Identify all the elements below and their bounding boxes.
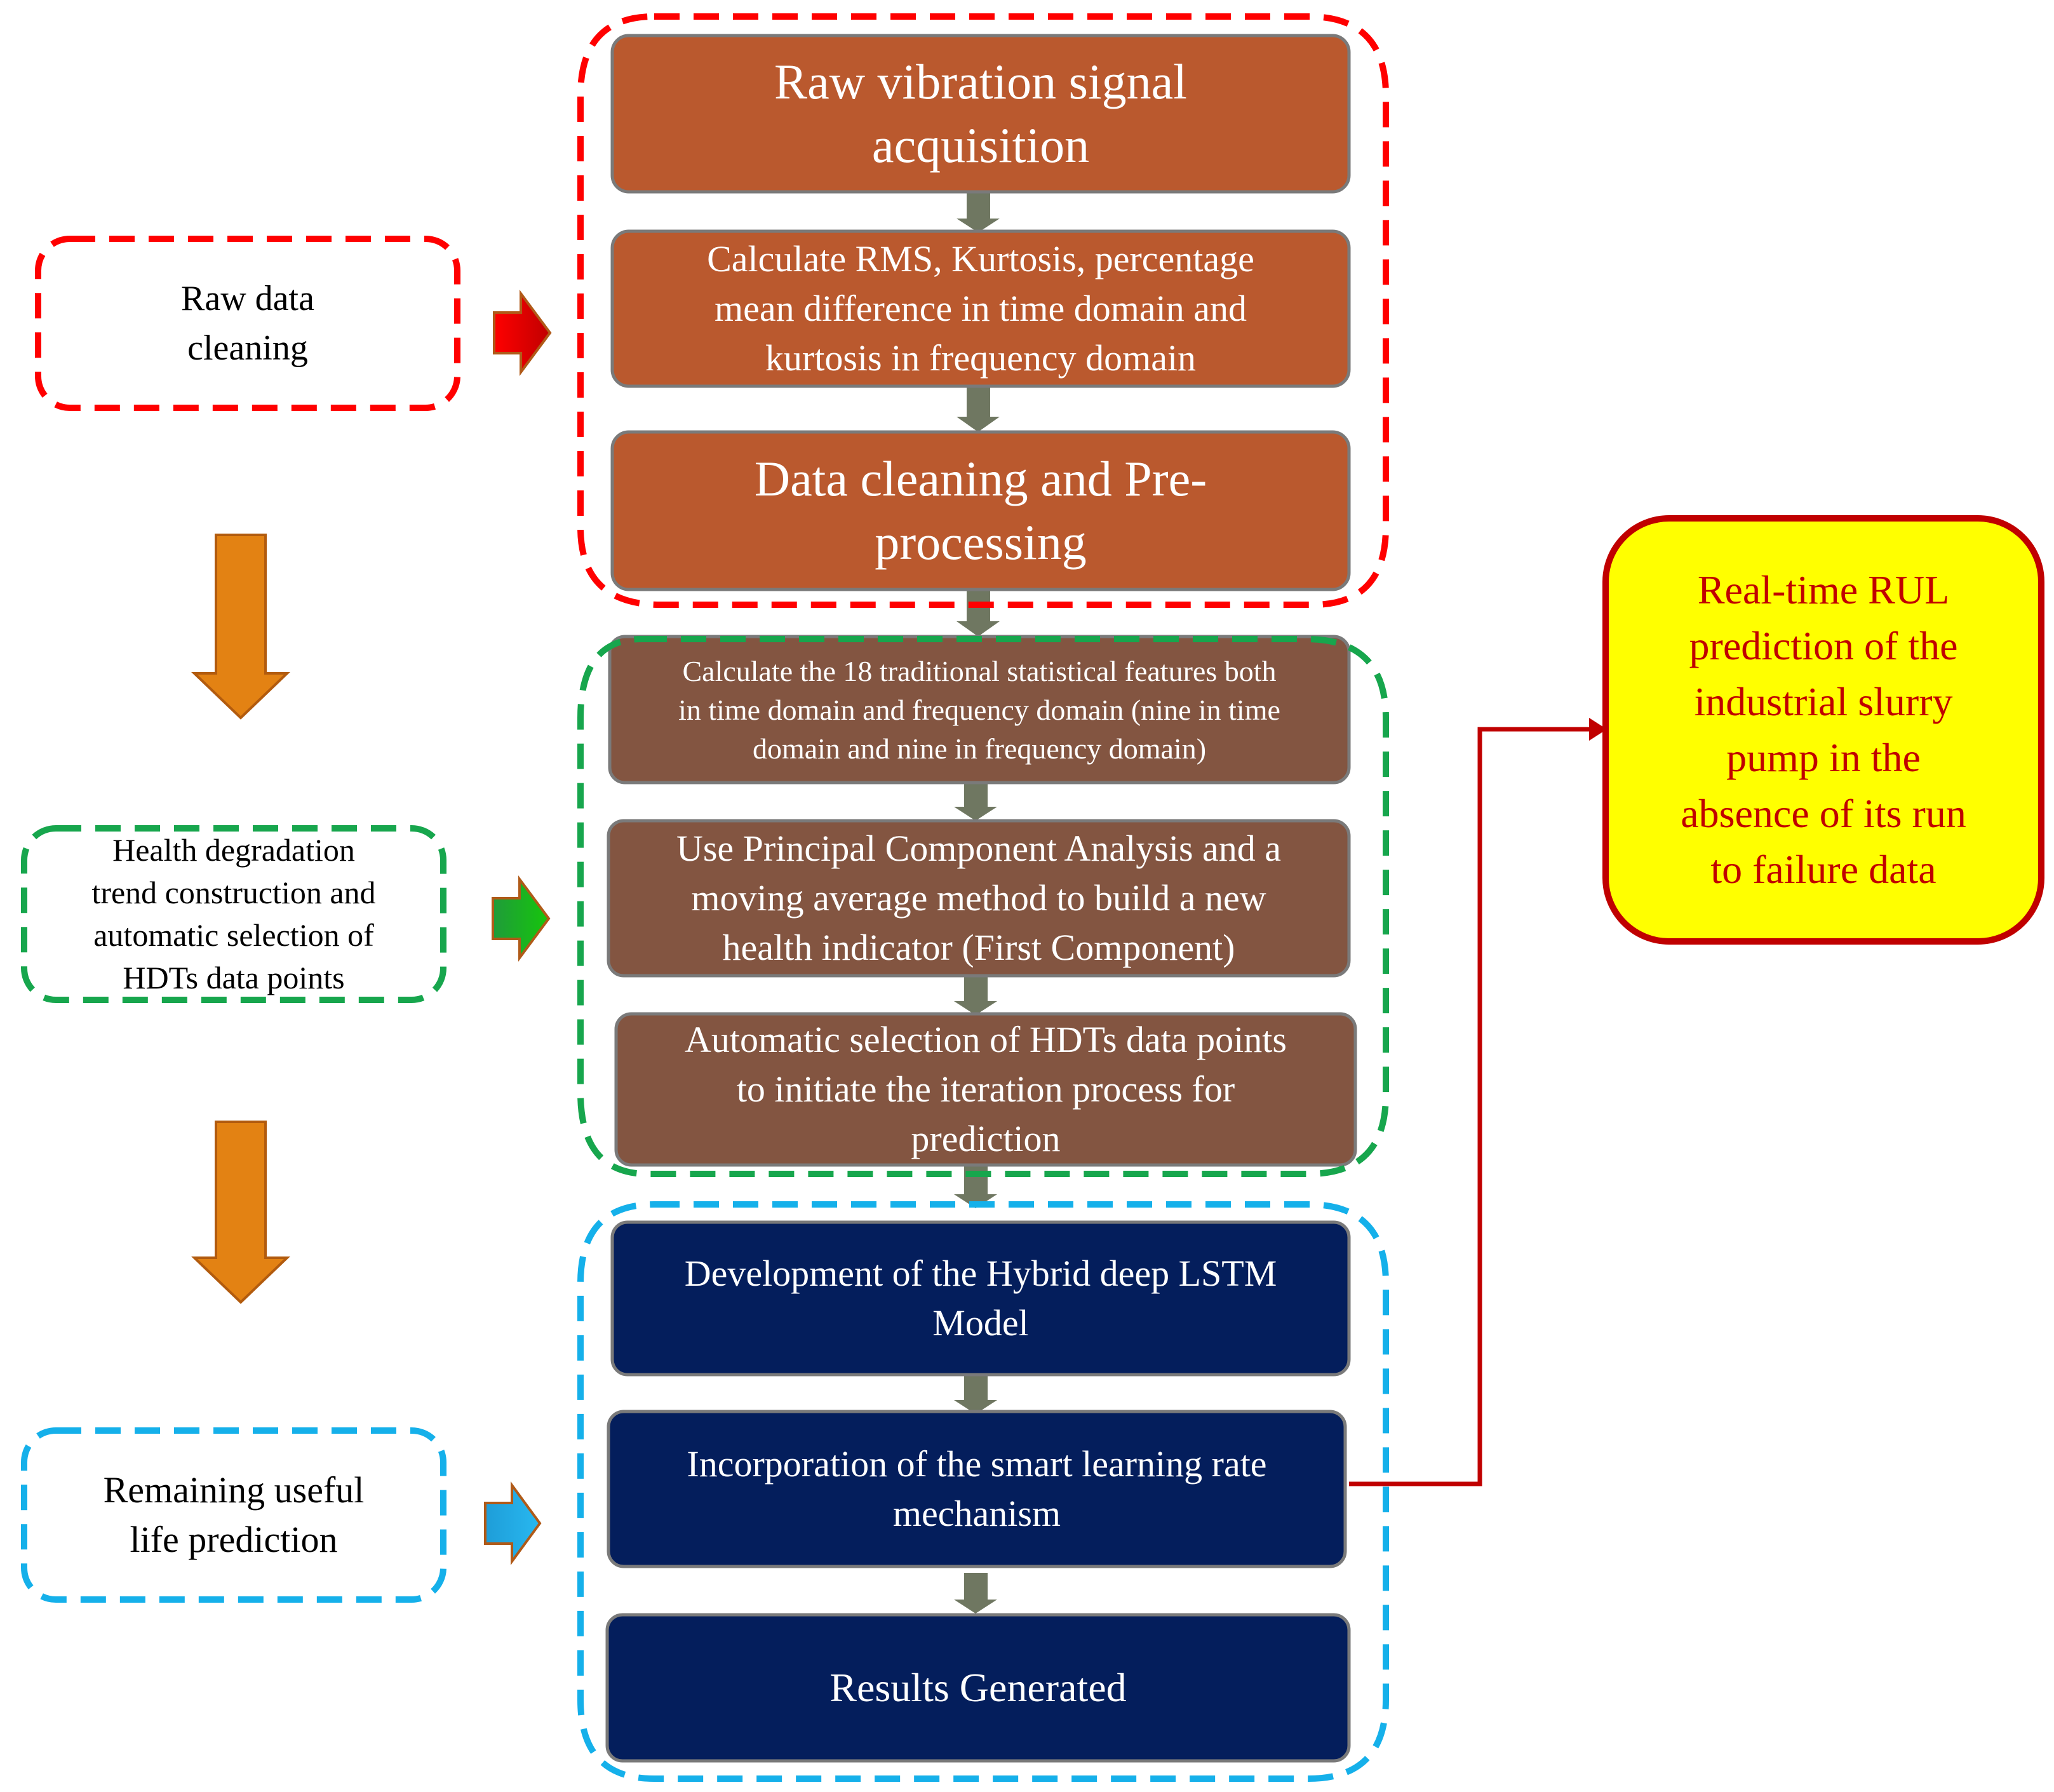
side-label-rul-prediction: Remaining useful life prediction — [103, 1469, 365, 1560]
connector-arrow-8 — [954, 1573, 997, 1613]
blue-pointer-arrow — [484, 1481, 542, 1566]
stage2-step1-label: Calculate the 18 traditional statistical… — [678, 654, 1280, 765]
stage1-step1-label: Raw vibration signal acquisition — [774, 54, 1187, 173]
stage1-boxes — [610, 34, 1351, 591]
connector-arrow-7 — [954, 1375, 997, 1414]
side-box-green-outline — [21, 825, 446, 1003]
stage3-step3-box — [605, 1613, 1351, 1763]
stage3-step2-label: Incorporation of the smart learning rate… — [687, 1443, 1267, 1534]
group-blue-outline — [577, 1201, 1389, 1782]
red-pointer-arrow — [493, 289, 552, 377]
stage3-step3-label: Results Generated — [829, 1665, 1127, 1710]
group-green-outline — [577, 636, 1389, 1177]
stage1-step3-label: Data cleaning and Pre- processing — [754, 451, 1207, 570]
stage3-step2-box — [607, 1410, 1347, 1568]
side-label-raw-data-cleaning: Raw data cleaning — [181, 279, 314, 368]
connector-arrow-4 — [954, 783, 997, 821]
orange-down-arrow-2 — [191, 1121, 290, 1304]
side-label-health-degradation: Health degradation trend construction an… — [91, 832, 376, 995]
connector-arrow-2 — [957, 386, 1000, 432]
result-connector-line — [1349, 727, 1592, 1486]
stage1-step2-box — [610, 229, 1351, 388]
stage1-step3-box — [610, 430, 1351, 591]
stage3-step1-label: Development of the Hybrid deep LSTM Mode… — [684, 1253, 1277, 1344]
group-red-outline — [577, 13, 1389, 608]
group-outlines — [21, 13, 1389, 1782]
orange-down-arrow-1 — [191, 534, 290, 720]
stage2-step2-label: Use Principal Component Analysis and a m… — [676, 828, 1282, 968]
connector-arrow-3 — [957, 589, 1000, 637]
result-box — [1602, 515, 2044, 945]
connector-arrow-1 — [957, 191, 1000, 232]
stage3-boxes — [605, 1220, 1351, 1763]
result-label: Real-time RUL prediction of the industri… — [1681, 567, 1966, 892]
result-connector-arrowhead — [1589, 718, 1607, 741]
side-box-blue-outline — [21, 1427, 446, 1603]
side-box-red-outline — [35, 236, 460, 411]
green-pointer-arrow — [492, 875, 551, 962]
connectors — [954, 191, 1000, 1613]
stage2-step3-label: Automatic selection of HDTs data points … — [685, 1019, 1287, 1159]
stage2-boxes — [607, 635, 1357, 1167]
stage1-step2-label: Calculate RMS, Kurtosis, percentage mean… — [707, 238, 1254, 379]
stage1-step1-box — [610, 34, 1351, 194]
stage2-step2-box — [607, 819, 1351, 978]
stage2-step3-box — [614, 1012, 1357, 1167]
connector-arrow-5 — [954, 976, 997, 1015]
stage3-step1-box — [610, 1220, 1351, 1377]
